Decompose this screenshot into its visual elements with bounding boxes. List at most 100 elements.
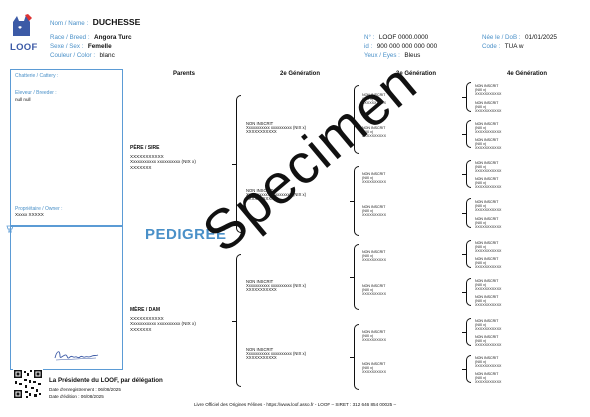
gen3-entry-7: NON INSCRIT(NIX x)XXXXXXXXXX [362, 330, 386, 342]
gen4-entry-3: NON INSCRIT(NIX x)XXXXXXXXXXX [475, 122, 501, 134]
gen3-line2: (NIX x) [362, 97, 374, 102]
gen2-entry-3: NON INSCRIT Xxxxxxxxxxx xxxxxxxxxx (NIX … [246, 279, 306, 292]
gen2-entry-2: NON INSCRIT Xxxxxxxxxxx xxxxxxxxxx (NIX … [246, 188, 307, 202]
gen4-title: NON INSCRIT [475, 138, 499, 142]
gen2-entry-line3: XXXXXXXXXXX [246, 355, 277, 361]
dob-label: Née le / DoB : [482, 34, 521, 41]
gen4-line3: XXXXXXXXXXX [475, 185, 502, 190]
sire-label: PÈRE / SIRE [130, 145, 160, 151]
gen4-line2: (NIX x) [475, 126, 487, 131]
col-parents: Parents [173, 71, 196, 77]
gen4-entry-7: NON INSCRIT(NIX x)XXXXXXXXXXX [475, 200, 501, 212]
breed-label: Race / Breed : [50, 34, 90, 41]
color-label: Couleur / Color : [50, 52, 96, 59]
gen3-line2: (NIX x) [362, 334, 374, 339]
cattery-label: Chatterie / Cattery : [15, 73, 59, 79]
gen4-line2: (NIX x) [475, 221, 487, 226]
gen4-line3: XXXXXXXXXXX [475, 380, 502, 385]
sire-line2: Xxxxxxxxxxx xxxxxxxxxx (NIX x) [130, 159, 196, 165]
gen3-brace-6 [462, 278, 471, 306]
eyes-value: Bleus [404, 52, 421, 59]
gen4-entry-6: NON INSCRIT(NIX x)XXXXXXXXXXX [475, 177, 501, 189]
gen4-line3: XXXXXXXXXXX [475, 225, 502, 230]
gen3-line2: (NIX x) [362, 254, 374, 259]
gen4-line2: (NIX x) [475, 299, 487, 304]
gen2-entry-line2: Xxxxxxxxxxx xxxxxxxxxx (NIX x) [246, 192, 307, 198]
gen4-entry-10: NON INSCRIT(NIX x)XXXXXXXXXXX [475, 257, 501, 269]
sire-block: PÈRE / SIRE XXXXXXXXXXX Xxxxxxxxxxx xxxx… [130, 145, 196, 170]
gen3-title: NON INSCRIT [362, 93, 386, 97]
gen4-title: NON INSCRIT [475, 122, 499, 126]
president-signature-text: La Présidente du LOOF, par délégation [49, 377, 163, 384]
gen4-title: NON INSCRIT [475, 372, 499, 376]
gen4-entry-11: NON INSCRIT(NIX x)XXXXXXXXXXX [475, 279, 501, 291]
sire-line3: XXXXXXX [130, 164, 152, 170]
gen2-entry-4: NON INSCRIT Xxxxxxxxxxx xxxxxxxxxx (NIX … [246, 347, 307, 361]
gen4-title: NON INSCRIT [475, 200, 499, 204]
gen3-line2: (NIX x) [362, 176, 374, 181]
gen4-title: NON INSCRIT [475, 177, 499, 181]
gen4-title: NON INSCRIT [475, 217, 499, 221]
gen2-entry-title: NON INSCRIT [246, 188, 274, 193]
gen3-entry-6: NON INSCRIT(NIX x)XXXXXXXXXX [362, 284, 386, 296]
gen4-title: NON INSCRIT [475, 101, 499, 105]
gen3-brace-7 [462, 318, 471, 346]
owner-box [10, 226, 123, 370]
gen3-title: NON INSCRIT [362, 330, 386, 334]
gen2-brace-4 [350, 324, 359, 390]
gen3-line2: (NIX x) [362, 288, 374, 293]
id-value: 900 000 000 000 000 [376, 43, 438, 50]
gen4-title: NON INSCRIT [475, 279, 499, 283]
gen3-brace-4 [462, 198, 471, 228]
gen4-line3: XXXXXXXXXXX [475, 265, 502, 270]
owner-label: Propriétaire / Owner : [15, 206, 63, 212]
gen3-entry-1: NON INSCRIT(NIX x)XXXXXXXXXX [362, 93, 386, 105]
gen3-title: NON INSCRIT [362, 172, 386, 176]
gen3-line3: XXXXXXXXXX [362, 338, 386, 343]
gen4-title: NON INSCRIT [475, 319, 499, 323]
dam-line3: XXXXXXX [130, 326, 152, 332]
registration-date: Date d'enregistrement : 06/08/2025 [49, 387, 121, 392]
gen3-entry-3: NON INSCRIT(NIX x)XXXXXXXXXX [362, 172, 386, 184]
gen4-line2: (NIX x) [475, 261, 487, 266]
gen4-line2: (NIX x) [475, 245, 487, 250]
gen2-entry-title: NON INSCRIT [246, 279, 274, 284]
gen2-entry-line3: XXXXXXXXXXX [246, 196, 277, 202]
sex-value: Femelle [87, 43, 112, 50]
gen4-line3: XXXXXXXXXXX [475, 364, 502, 369]
gen4-entry-8: NON INSCRIT(NIX x)XXXXXXXXXXX [475, 217, 501, 229]
col-gen4: 4e Génération [507, 71, 548, 77]
gen3-brace-5 [462, 240, 471, 268]
gen3-entry-4: NON INSCRIT(NIX x)XXXXXXXXXX [362, 205, 386, 217]
gen3-line2: (NIX x) [362, 130, 374, 135]
gen3-line3: XXXXXXXXXX [362, 101, 386, 106]
gen2-brace-1 [350, 85, 359, 154]
gen3-line2: (NIX x) [362, 366, 374, 371]
gen4-line2: (NIX x) [475, 360, 487, 365]
gen3-line3: XXXXXXXXXX [362, 213, 386, 218]
gen3-line3: XXXXXXXXXX [362, 258, 386, 263]
gen4-line3: XXXXXXXXXXX [475, 287, 502, 292]
breeder-value: null null [15, 97, 31, 102]
footer-text: Livre Officiel des Origines Félines - ht… [193, 402, 397, 407]
dam-block: MÈRE / DAM XXXXXXXXXXX Xxxxxxxxxxx xxxxx… [130, 307, 196, 332]
gen4-line2: (NIX x) [475, 88, 487, 93]
gen3-title: NON INSCRIT [362, 126, 386, 130]
gen4-line3: XXXXXXXXXXX [475, 343, 502, 348]
gen3-line3: XXXXXXXXXX [362, 180, 386, 185]
gen3-title: NON INSCRIT [362, 362, 386, 366]
breeder-label: Eleveur / Breeder : [15, 90, 57, 96]
gen4-line3: XXXXXXXXXXX [475, 169, 502, 174]
eyes-label: Yeux / Eyes : [364, 52, 400, 59]
col-gen3: 3e Génération [396, 71, 437, 77]
gen2-entry-line2: Xxxxxxxxxxx xxxxxxxxxx (NIX x) [246, 351, 307, 357]
dam-line2: Xxxxxxxxxxx xxxxxxxxxx (NIX x) [130, 321, 196, 327]
breeder-box [10, 69, 123, 226]
gen4-line2: (NIX x) [475, 283, 487, 288]
gen4-line3: XXXXXXXXXXX [475, 327, 502, 332]
signature-image [52, 346, 102, 364]
gen4-entry-13: NON INSCRIT(NIX x)XXXXXXXXXXX [475, 319, 501, 331]
gen2-brace-2 [350, 166, 359, 236]
cat-silhouette-icon [13, 14, 32, 36]
gen4-line3: XXXXXXXXXXX [475, 303, 502, 308]
